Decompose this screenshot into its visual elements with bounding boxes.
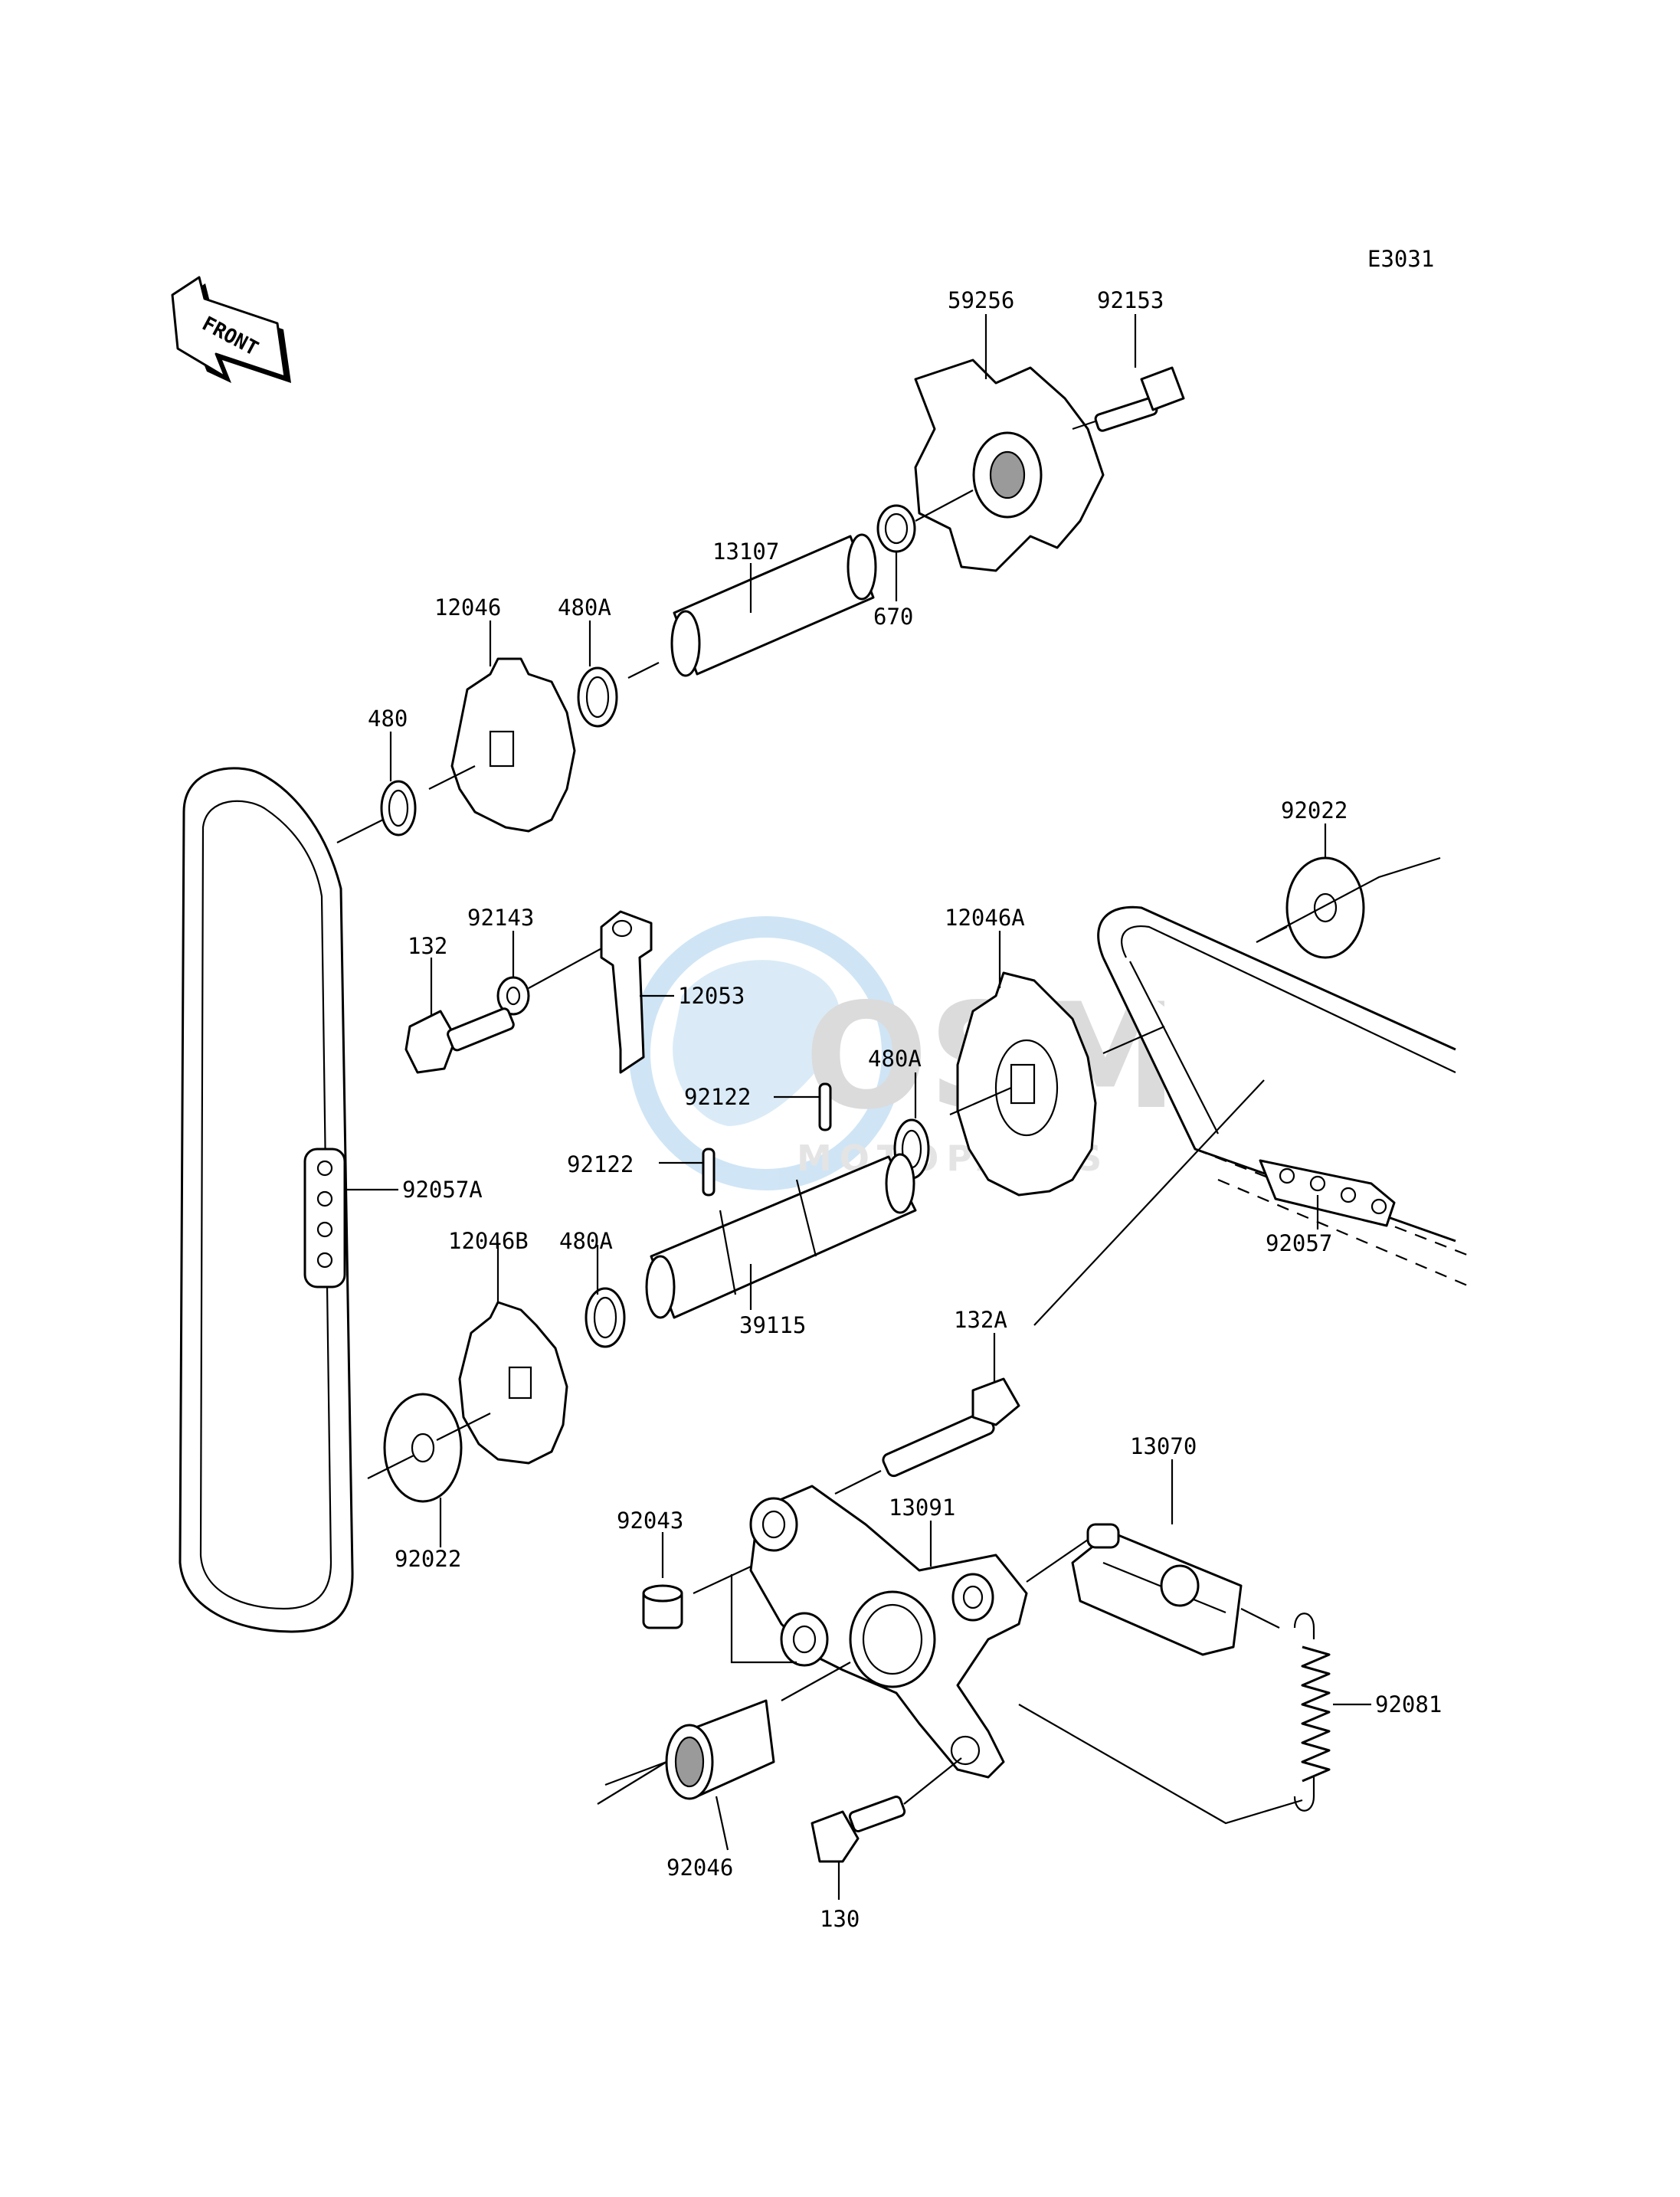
label-92122-a: 92122 <box>684 1084 751 1110</box>
label-59256: 59256 <box>948 287 1014 313</box>
collar-92043 <box>642 1532 797 1664</box>
washer-92022-left <box>367 1393 491 1547</box>
pin-92122-b <box>659 1148 716 1197</box>
label-480a-top: 480A <box>558 594 611 620</box>
sprocket-12046a <box>949 931 1165 1197</box>
label-12046b: 12046B <box>448 1228 529 1254</box>
master-link-92057a <box>303 1148 398 1288</box>
label-92153: 92153 <box>1097 287 1164 313</box>
label-480a-low: 480A <box>559 1228 613 1254</box>
label-480a-mid: 480A <box>868 1046 922 1072</box>
circlip-480a-low <box>585 1245 626 1348</box>
label-92143: 92143 <box>467 905 534 931</box>
bolt-130 <box>811 1757 962 1900</box>
arm-13091 <box>749 1485 1028 1779</box>
drive-wheel-59256 <box>914 314 1105 572</box>
label-13091: 13091 <box>889 1495 955 1521</box>
shaft-39115 <box>645 1153 917 1319</box>
drive-chain-right <box>1097 905 1472 1288</box>
label-92046: 92046 <box>666 1855 733 1881</box>
shaft-13107 <box>627 533 877 679</box>
label-132a: 132A <box>954 1307 1007 1333</box>
bolt-92153 <box>1072 314 1185 432</box>
label-92043: 92043 <box>617 1508 683 1534</box>
label-92122-b: 92122 <box>567 1151 634 1177</box>
sprocket-12046 <box>428 620 576 833</box>
label-670: 670 <box>873 604 913 630</box>
label-92081: 92081 <box>1375 1691 1442 1717</box>
drive-chain-left <box>178 767 354 1633</box>
master-link-92057 <box>1259 1159 1396 1229</box>
sprocket-12046b <box>458 1245 568 1465</box>
label-39115: 39115 <box>739 1312 806 1338</box>
guide-12053 <box>600 910 674 1074</box>
label-132: 132 <box>408 933 447 959</box>
label-92057: 92057 <box>1266 1230 1332 1256</box>
label-92022-left: 92022 <box>395 1546 461 1572</box>
label-92022-right: 92022 <box>1281 797 1348 823</box>
washer-92022-right <box>1256 823 1441 959</box>
circlip-480a-top <box>577 620 618 728</box>
figure-code: E3031 <box>1367 246 1434 272</box>
label-130: 130 <box>820 1906 860 1932</box>
front-arrow-icon: FRONT <box>171 276 291 383</box>
circlip-480 <box>336 732 417 843</box>
label-480: 480 <box>368 706 408 732</box>
bolt-132a <box>834 1079 1265 1495</box>
needle-bearing-92046 <box>597 1662 851 1851</box>
collar-92143 <box>496 931 614 1016</box>
spring-92081 <box>1018 1608 1371 1825</box>
label-12053: 12053 <box>678 983 745 1009</box>
label-12046a: 12046A <box>945 905 1025 931</box>
pivot-13070 <box>1026 1459 1243 1656</box>
bolt-132 <box>404 958 515 1074</box>
label-12046: 12046 <box>434 594 501 620</box>
pin-92122-a <box>774 1082 832 1131</box>
label-13070: 13070 <box>1130 1433 1197 1459</box>
o-ring-670 <box>876 489 974 601</box>
label-92057a: 92057A <box>402 1177 483 1203</box>
label-13107: 13107 <box>712 539 779 565</box>
